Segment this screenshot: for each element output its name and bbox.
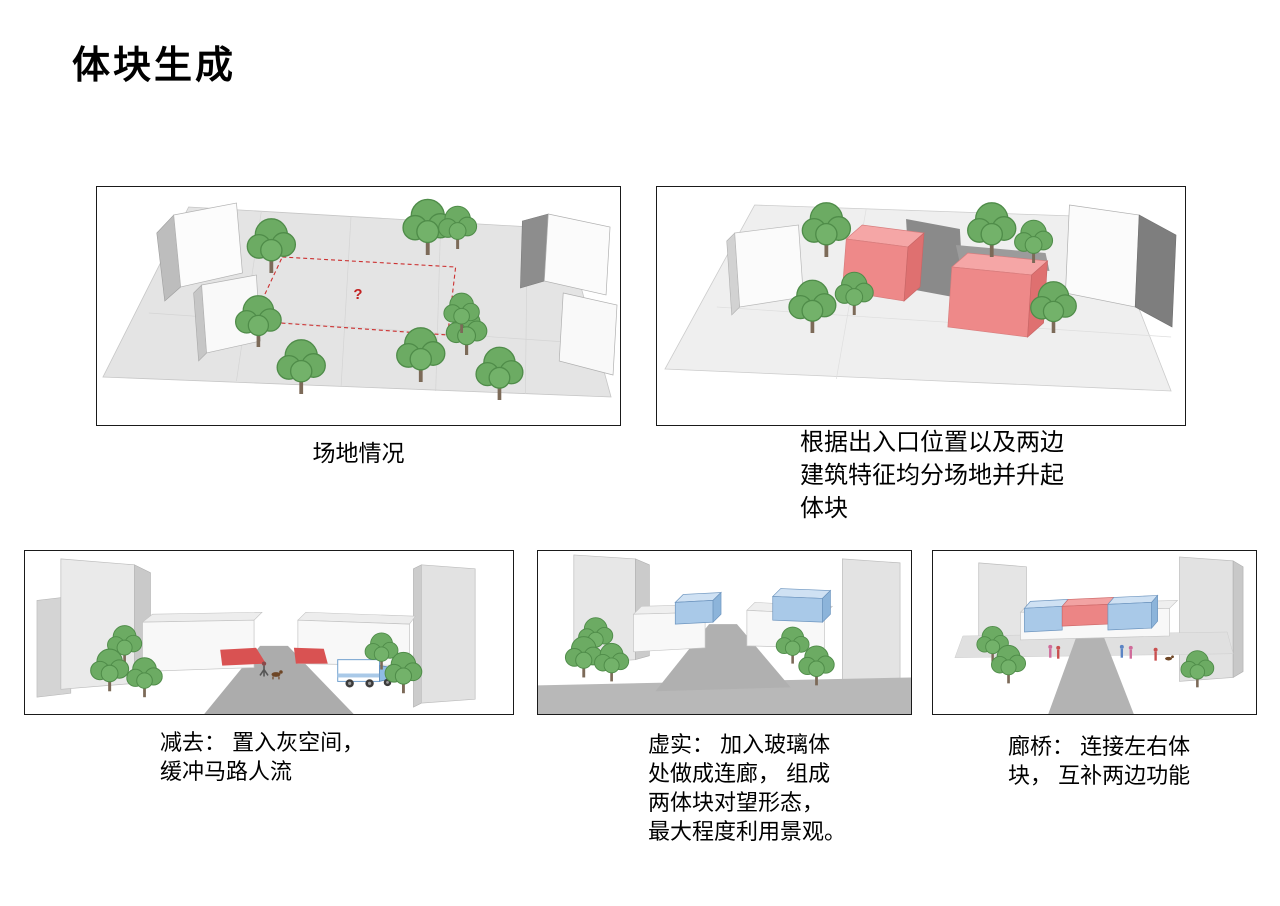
person (1056, 645, 1061, 659)
dog (1165, 655, 1174, 661)
panel-massing (656, 186, 1186, 426)
pedestrian (261, 661, 267, 666)
panel-site: ? (96, 186, 621, 426)
road (538, 624, 911, 714)
caption-site: 场地情况 (312, 440, 405, 466)
road (204, 645, 354, 714)
caption-massing: 根据出入口位置以及两边 建筑特征均分场地并升起 体块 (800, 429, 1064, 523)
panel-bridge (932, 550, 1257, 715)
person (1128, 645, 1133, 659)
bridge-block (1061, 597, 1115, 627)
pedestrian-with-dog (259, 661, 283, 680)
site-diagram: ? (102, 197, 618, 402)
glass-diagram (538, 554, 911, 714)
panel-subtract (24, 550, 514, 715)
caption-bridge: 廊桥： 连接左右体 块， 互补两边功能 (1008, 734, 1191, 789)
pink-block-right (947, 252, 1049, 338)
glass-block-left (1023, 599, 1069, 633)
right-building (413, 564, 476, 708)
glass-block-left (674, 591, 722, 625)
caption-subtract: 减去： 置入灰空间， 缓冲马路人流 (160, 730, 365, 785)
subtract-diagram (36, 558, 476, 714)
glass-block-right (771, 588, 832, 623)
question-mark: ? (353, 286, 362, 303)
person (1119, 644, 1124, 658)
person (1048, 644, 1053, 658)
massing-blocks (141, 611, 416, 672)
dog (271, 672, 281, 677)
person (1153, 647, 1158, 661)
people (1048, 644, 1174, 661)
massing-diagram (664, 200, 1177, 392)
surrounding-buildings (726, 204, 1177, 328)
gray-space-red-floor (220, 647, 328, 666)
bridge-diagram (954, 556, 1244, 714)
caption-glass: 虚实： 加入玻璃体 处做成连廊， 组成 两体块对望形态， 最大程度利用景观。 (648, 732, 847, 845)
road (1048, 632, 1134, 714)
panel-glass (537, 550, 912, 715)
page-title: 体块生成 (72, 45, 237, 87)
glass-block-right (1107, 594, 1159, 631)
